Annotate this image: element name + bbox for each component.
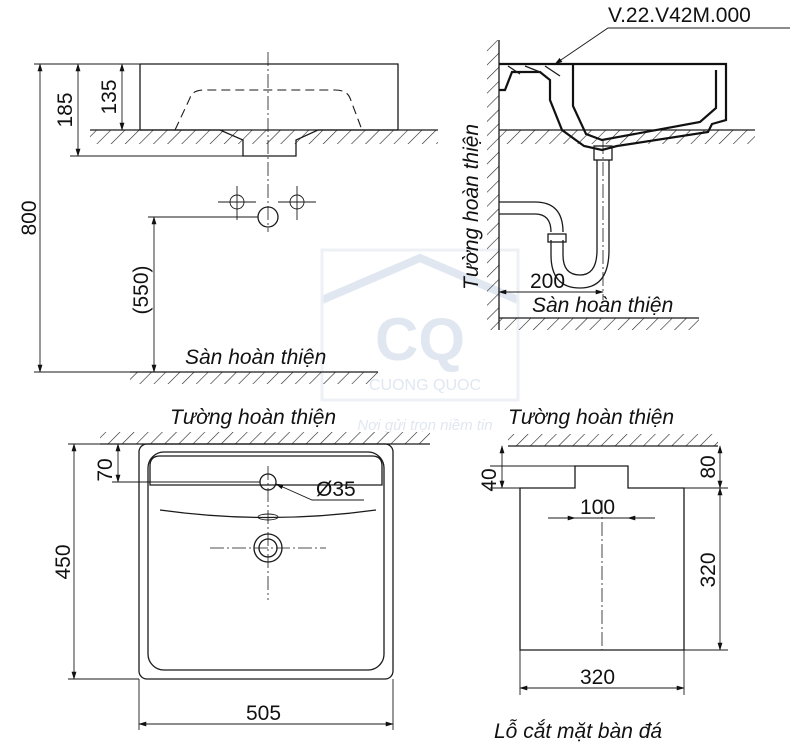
cutout-caption: Lỗ cắt mặt bàn đá [494,720,662,743]
dim-width-label: 505 [246,702,281,725]
basin-section [499,62,728,152]
dim-drain-height-label: (550) [130,265,153,314]
watermark-name: CUONG QUOC [369,377,481,394]
section-wall-label: Tường hoàn thiện [460,124,483,290]
countertop-hatch [90,130,438,144]
dim-hole-diameter-label: Ø35 [316,478,356,501]
basin-top-outline [138,443,394,680]
top-view: Tường hoàn thiện 450 70 Ø35 505 [52,406,430,730]
dim-notch-width-label: 100 [580,496,615,519]
bowl-hidden-line [174,89,363,131]
dim-cutout-height-label: 320 [697,552,720,587]
cutout-outline [519,465,685,651]
dim-notch-right-label: 80 [697,455,720,478]
model-label: V.22.V42M.000 [608,4,751,27]
dim-hole-offset-label: 70 [94,458,117,481]
section-view: 200 V.22.V42M.000 Tường hoàn thiện Sàn h… [460,4,790,330]
dim-bowl-height-label: 185 [54,92,77,127]
side-view: 800 185 135 (550) Sàn hoàn thiện [18,52,438,384]
top-wall-label: Tường hoàn thiện [170,406,336,429]
section-wall-hatch [487,40,499,330]
dim-cutout-width-label: 320 [580,666,615,689]
dim-total-height-label: 800 [18,200,41,235]
watermark: CQ CUONG QUOC Nơi gửi trọn niềm tin [320,248,520,434]
basin-outline [140,63,399,130]
side-floor-label: Sàn hoàn thiện [185,346,326,369]
top-wall-hatch [100,432,430,444]
cutout-wall-label: Tường hoàn thiện [508,406,674,429]
dim-inner-height-label: 135 [98,79,121,114]
floor-hatch [130,372,378,384]
dim-notch-left-label: 40 [478,468,501,491]
dim-trap-distance-label: 200 [530,270,565,293]
cutout-view: Tường hoàn thiện 40 80 320 100 320 Lỗ cắ… [478,406,728,743]
dim-depth-label: 450 [52,544,75,579]
watermark-slogan: Nơi gửi trọn niềm tin [357,417,492,434]
watermark-logo: CQ [375,306,465,373]
section-floor-label: Sàn hoàn thiện [532,294,673,317]
